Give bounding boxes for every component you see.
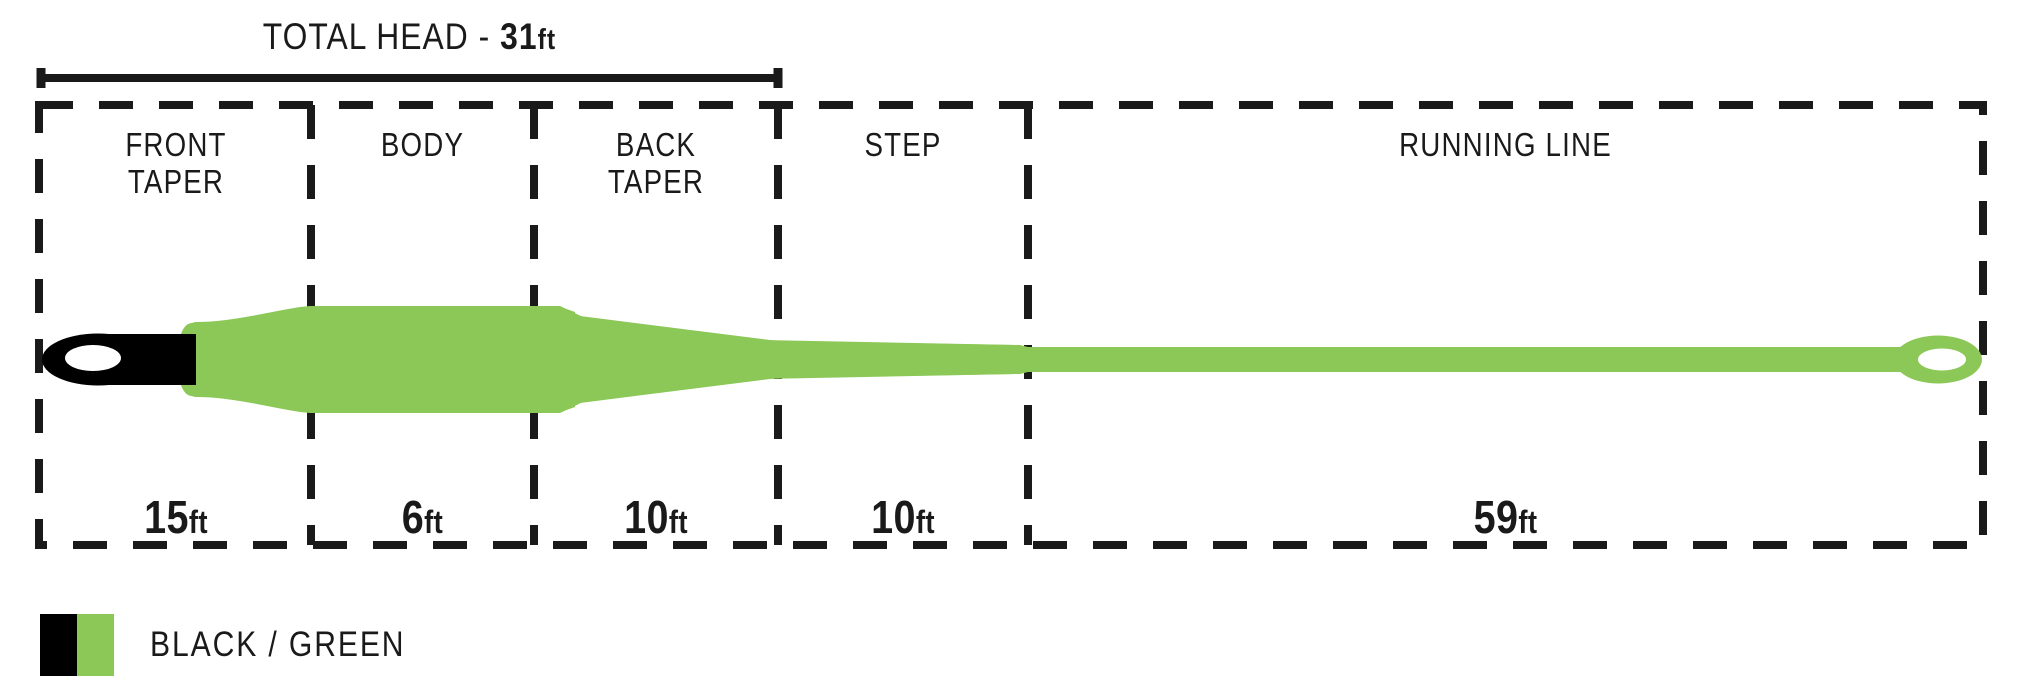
measure-value: 6: [401, 491, 425, 543]
segment-measure-body: 6ft: [327, 490, 519, 544]
fly-line-running-section: [1028, 348, 1930, 371]
measure-value: 10: [624, 491, 669, 543]
segment-label-line1: FRONT: [125, 126, 227, 163]
segment-label-running-line: RUNNING LINE: [1104, 126, 1906, 163]
segment-label-front-taper: FRONT TAPER: [63, 126, 290, 201]
fly-line-step-section: [778, 341, 1028, 378]
segment-measure-back-taper: 10ft: [551, 490, 761, 544]
fly-line-front-loop-hole: [65, 345, 121, 371]
segment-label-line1: STEP: [864, 126, 942, 163]
fly-line-back-taper-section: [558, 306, 778, 413]
legend-swatch: [40, 614, 114, 676]
measure-unit: ft: [424, 504, 444, 540]
measure-value: 10: [871, 491, 916, 543]
segment-label-line2: TAPER: [127, 163, 225, 201]
measure-unit: ft: [915, 504, 935, 540]
segment-label-line1: RUNNING LINE: [1399, 126, 1612, 163]
fly-line-front-taper: [177, 306, 311, 413]
segment-measure-step: 10ft: [796, 490, 1011, 544]
measure-unit: ft: [188, 504, 208, 540]
measure-unit: ft: [1518, 504, 1538, 540]
legend-label: BLACK / GREEN: [150, 625, 406, 664]
fly-line-profile: [42, 306, 1982, 413]
fly-line-body-section: [311, 306, 575, 413]
segment-label-body: BODY: [329, 126, 516, 163]
total-head-bracket: [36, 68, 783, 88]
measure-value: 15: [144, 491, 189, 543]
measure-value: 59: [1473, 491, 1519, 543]
total-head-value: 31: [500, 16, 538, 57]
measure-unit: ft: [668, 504, 688, 540]
segment-label-line1: BACK: [615, 126, 697, 163]
segment-boundary-box: [35, 101, 1987, 549]
total-head-label: TOTAL HEAD - 31ft: [93, 16, 727, 58]
segment-label-line2: TAPER: [607, 163, 705, 201]
segment-dividers: [307, 105, 1032, 545]
segment-measure-front-taper: 15ft: [60, 490, 292, 544]
segment-label-step: STEP: [798, 126, 1008, 163]
legend-swatch-green: [77, 614, 114, 676]
total-head-text: TOTAL HEAD -: [262, 16, 501, 57]
total-head-unit: ft: [537, 24, 557, 56]
legend-swatch-black: [40, 614, 77, 676]
fly-line-rear-loop-hole: [1918, 348, 1966, 371]
segment-measure-running-line: 59ft: [1095, 490, 1916, 544]
segment-label-back-taper: BACK TAPER: [554, 126, 759, 201]
segment-label-line1: BODY: [380, 126, 465, 163]
